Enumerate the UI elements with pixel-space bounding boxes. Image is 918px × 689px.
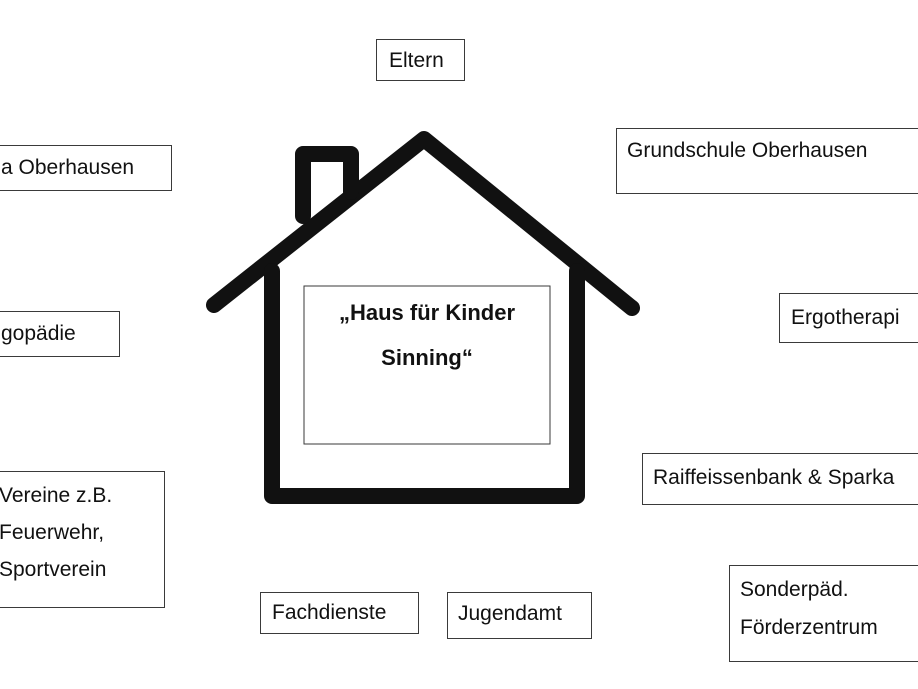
center-label-line-2: Sinning“ — [381, 345, 473, 370]
partner-logopaedie: gopädie — [0, 311, 120, 357]
partner-sonderpaed: Sonderpäd. Förderzentrum — [729, 565, 918, 662]
partner-bank-label: Raiffeissenbank & Sparka — [653, 466, 895, 489]
partner-bank: Raiffeissenbank & Sparka — [642, 453, 918, 505]
partner-grundschule: Grundschule Oberhausen — [616, 128, 918, 194]
partner-jugendamt: Jugendamt — [447, 592, 592, 639]
partner-fachdienste-label: Fachdienste — [272, 601, 387, 624]
partner-eltern-label: Eltern — [389, 49, 444, 72]
partner-ergotherapie-label: Ergotherapi — [791, 306, 900, 329]
center-label-line-1: „Haus für Kinder — [338, 300, 516, 325]
partner-jugendamt-label: Jugendamt — [458, 602, 562, 625]
partner-vereine-line-2: Feuerwehr, — [0, 521, 105, 544]
center-frame — [303, 285, 551, 445]
partner-kita: a Oberhausen — [0, 145, 172, 191]
partner-sonderpaed-line-1: Sonderpäd. — [740, 578, 849, 601]
chimney-icon — [295, 146, 359, 224]
partner-sonderpaed-line-2: Förderzentrum — [740, 616, 878, 639]
partner-fachdienste: Fachdienste — [260, 592, 419, 634]
partner-eltern: Eltern — [376, 39, 465, 81]
house-walls — [264, 263, 585, 504]
partner-kita-label: a Oberhausen — [1, 156, 135, 179]
partner-vereine-line-1: Vereine z.B. — [0, 484, 113, 507]
partner-vereine: Vereine z.B. Feuerwehr, Sportverein — [0, 471, 165, 608]
center-label: „Haus für Kinder Sinning“ — [304, 290, 550, 380]
partner-grundschule-label: Grundschule Oberhausen — [627, 139, 868, 162]
partner-ergotherapie: Ergotherapi — [779, 293, 918, 343]
partner-vereine-line-3: Sportverein — [0, 558, 107, 581]
partner-logopaedie-label: gopädie — [1, 322, 76, 345]
house-roof — [206, 131, 640, 316]
